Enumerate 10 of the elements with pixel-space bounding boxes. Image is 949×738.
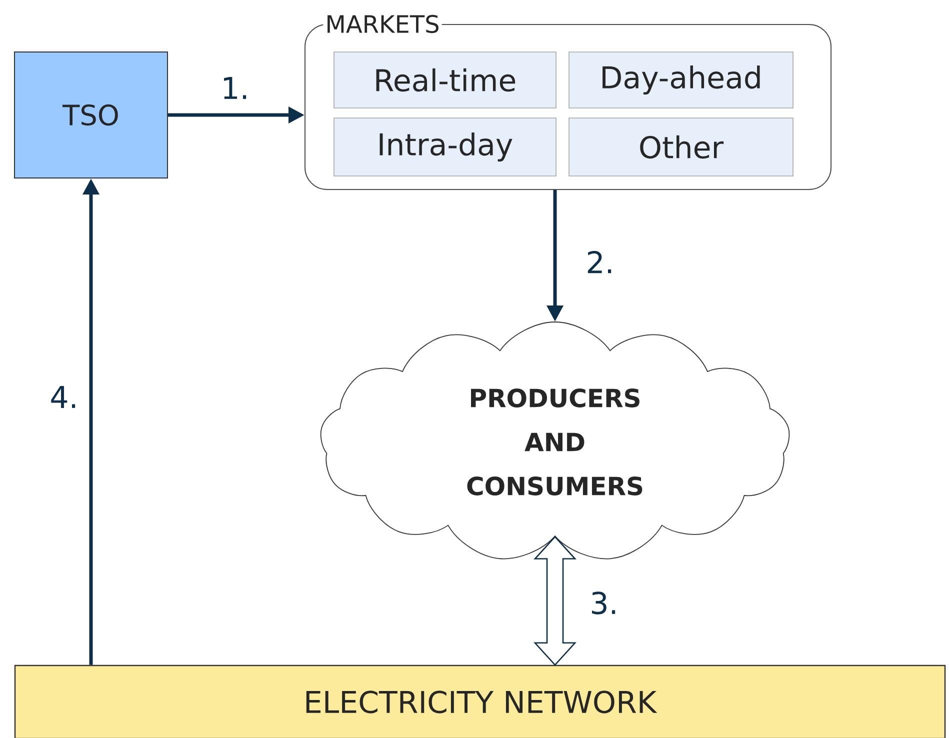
edge-label: 2. [584, 248, 616, 276]
network-bar: ELECTRICITY NETWORK [14, 664, 946, 738]
table-cell: Other [568, 118, 794, 176]
table-cell: Day-ahead [568, 52, 794, 108]
edge-label: 3. [588, 590, 620, 616]
edge-label: 4. [48, 384, 80, 410]
table-cell: Real-time [334, 52, 556, 108]
table-cell: Intra-day [334, 118, 556, 176]
edge-label: 1. [218, 75, 252, 101]
process-box: TSO [14, 52, 168, 178]
